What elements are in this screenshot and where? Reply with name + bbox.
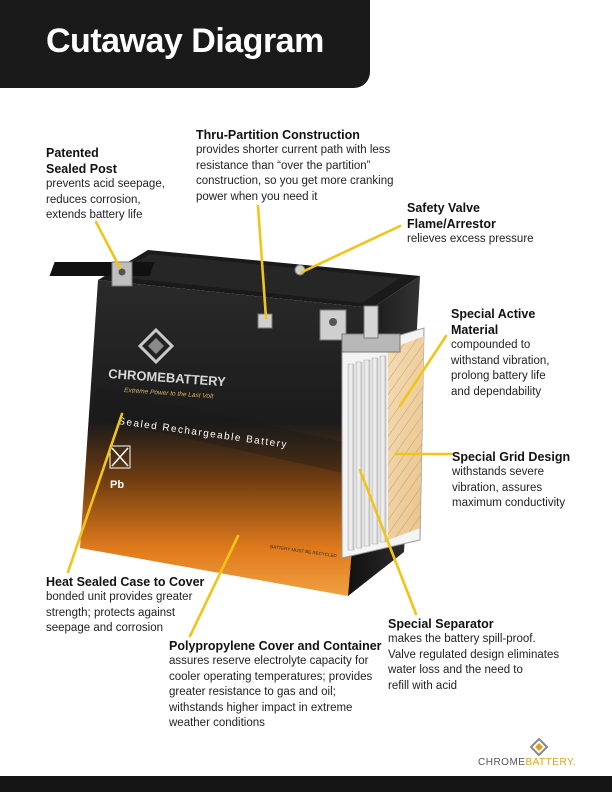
battery-cutaway-interior (341, 327, 425, 559)
plate-stack (347, 355, 387, 551)
callout-heading: Safety Valve Flame/Arrestor (407, 201, 496, 231)
callout-heading: Special Grid Design (452, 450, 571, 464)
bottom-bar (0, 776, 612, 792)
callout-description: makes the battery spill-proof. Valve reg… (388, 633, 560, 692)
callout-heading: Patented Sealed Post (46, 146, 117, 176)
callout-description: prevents acid seepage, reduces corrosion… (46, 178, 165, 221)
callout-heading: Polypropylene Cover and Container (169, 639, 382, 653)
callout-description: bonded unit provides greater strength; p… (46, 591, 193, 634)
leader-sealed-post (94, 220, 122, 270)
disposal-label (109, 445, 131, 469)
callout-description: compounded to withstand vibration, prolo… (451, 339, 550, 398)
callout-sealed-post: Patented Sealed Post prevents acid seepa… (46, 145, 196, 224)
page-title: Cutaway Diagram (46, 22, 324, 60)
logo-diamond-icon (530, 738, 548, 756)
footer-logo: CHROMEBATTERY. (478, 738, 598, 768)
leader-lines (66, 204, 454, 638)
callout-heading: Special Active Material (451, 307, 536, 337)
pb-label: Pb (110, 479, 124, 491)
footer-brand-wordmark: CHROMEBATTERY. (478, 757, 577, 768)
terminal-left (111, 261, 133, 287)
callout-heading: Thru-Partition Construction (196, 128, 360, 142)
callout-thru-partition: Thru-Partition Construction provides sho… (196, 127, 426, 205)
leader-heat-sealed (66, 412, 124, 574)
callout-polypropylene: Polypropylene Cover and Container assure… (169, 638, 389, 732)
leader-safety-valve (300, 224, 402, 274)
callout-description: provides shorter current path with less … (196, 144, 394, 203)
callout-active-material: Special Active Material compounded to wi… (451, 306, 601, 400)
callout-heat-sealed: Heat Sealed Case to Cover bonded unit pr… (46, 574, 221, 637)
title-bar: Cutaway Diagram (0, 0, 370, 88)
leader-polypropylene (188, 534, 240, 638)
leader-active-material (398, 334, 448, 408)
battery-logo-badge (137, 327, 175, 365)
callout-separator: Special Separator makes the battery spil… (388, 616, 588, 694)
callout-description: assures reserve electrolyte capacity for… (169, 655, 373, 729)
callout-safety-valve: Safety Valve Flame/Arrestor relieves exc… (407, 200, 587, 248)
callout-heading: Heat Sealed Case to Cover (46, 575, 205, 589)
callout-description: withstands severe vibration, assures max… (452, 466, 566, 509)
terminal-right (319, 305, 401, 353)
callout-grid-design: Special Grid Design withstands severe vi… (452, 449, 607, 512)
leader-separator (358, 468, 418, 616)
leader-thru-partition (256, 204, 268, 320)
callout-description: relieves excess pressure (407, 233, 534, 245)
callout-heading: Special Separator (388, 617, 494, 631)
